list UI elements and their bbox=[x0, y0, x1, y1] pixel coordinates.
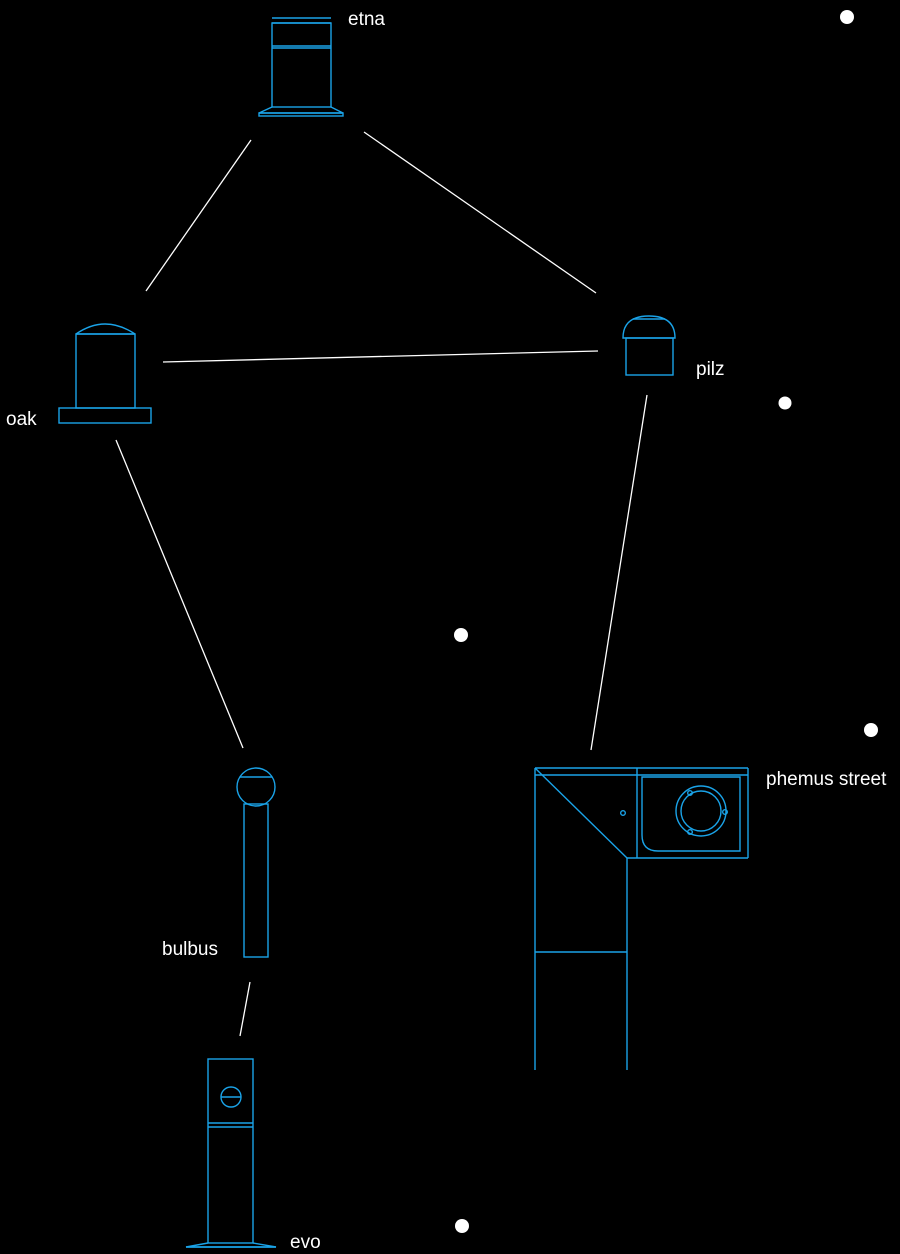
label-pilz: pilz bbox=[696, 359, 725, 380]
label-phemus-street: phemus street bbox=[766, 769, 887, 790]
label-evo: evo bbox=[290, 1232, 321, 1253]
decorative-dots bbox=[454, 10, 878, 1233]
edge-pilz-phemus bbox=[590, 394, 648, 751]
edge-etna-pilz bbox=[363, 131, 597, 294]
decorative-dot bbox=[864, 723, 878, 737]
edge-etna-oak bbox=[145, 139, 252, 292]
decorative-dot bbox=[455, 1219, 469, 1233]
decorative-dot bbox=[840, 10, 854, 24]
connector-lines bbox=[115, 131, 648, 1037]
labels: etna oak pilz bulbus phemus street evo bbox=[6, 9, 887, 1253]
oak-bollard-icon bbox=[58, 323, 152, 424]
label-bulbus: bulbus bbox=[162, 939, 218, 960]
etna-bollard-icon bbox=[258, 17, 344, 117]
decorative-dot bbox=[778, 396, 792, 410]
bulbus-bollard-icon bbox=[236, 767, 276, 958]
edge-oak-bulbus bbox=[115, 439, 244, 749]
edge-bulbus-evo bbox=[239, 981, 251, 1037]
label-oak: oak bbox=[6, 409, 37, 430]
label-etna: etna bbox=[348, 9, 385, 30]
decorative-dot bbox=[454, 628, 468, 642]
evo-bollard-icon bbox=[185, 1058, 277, 1248]
product-drawings bbox=[58, 17, 749, 1248]
pilz-bollard-icon bbox=[622, 315, 676, 376]
phemus-street-bollard-icon bbox=[534, 767, 749, 1070]
edge-oak-pilz bbox=[162, 350, 599, 363]
